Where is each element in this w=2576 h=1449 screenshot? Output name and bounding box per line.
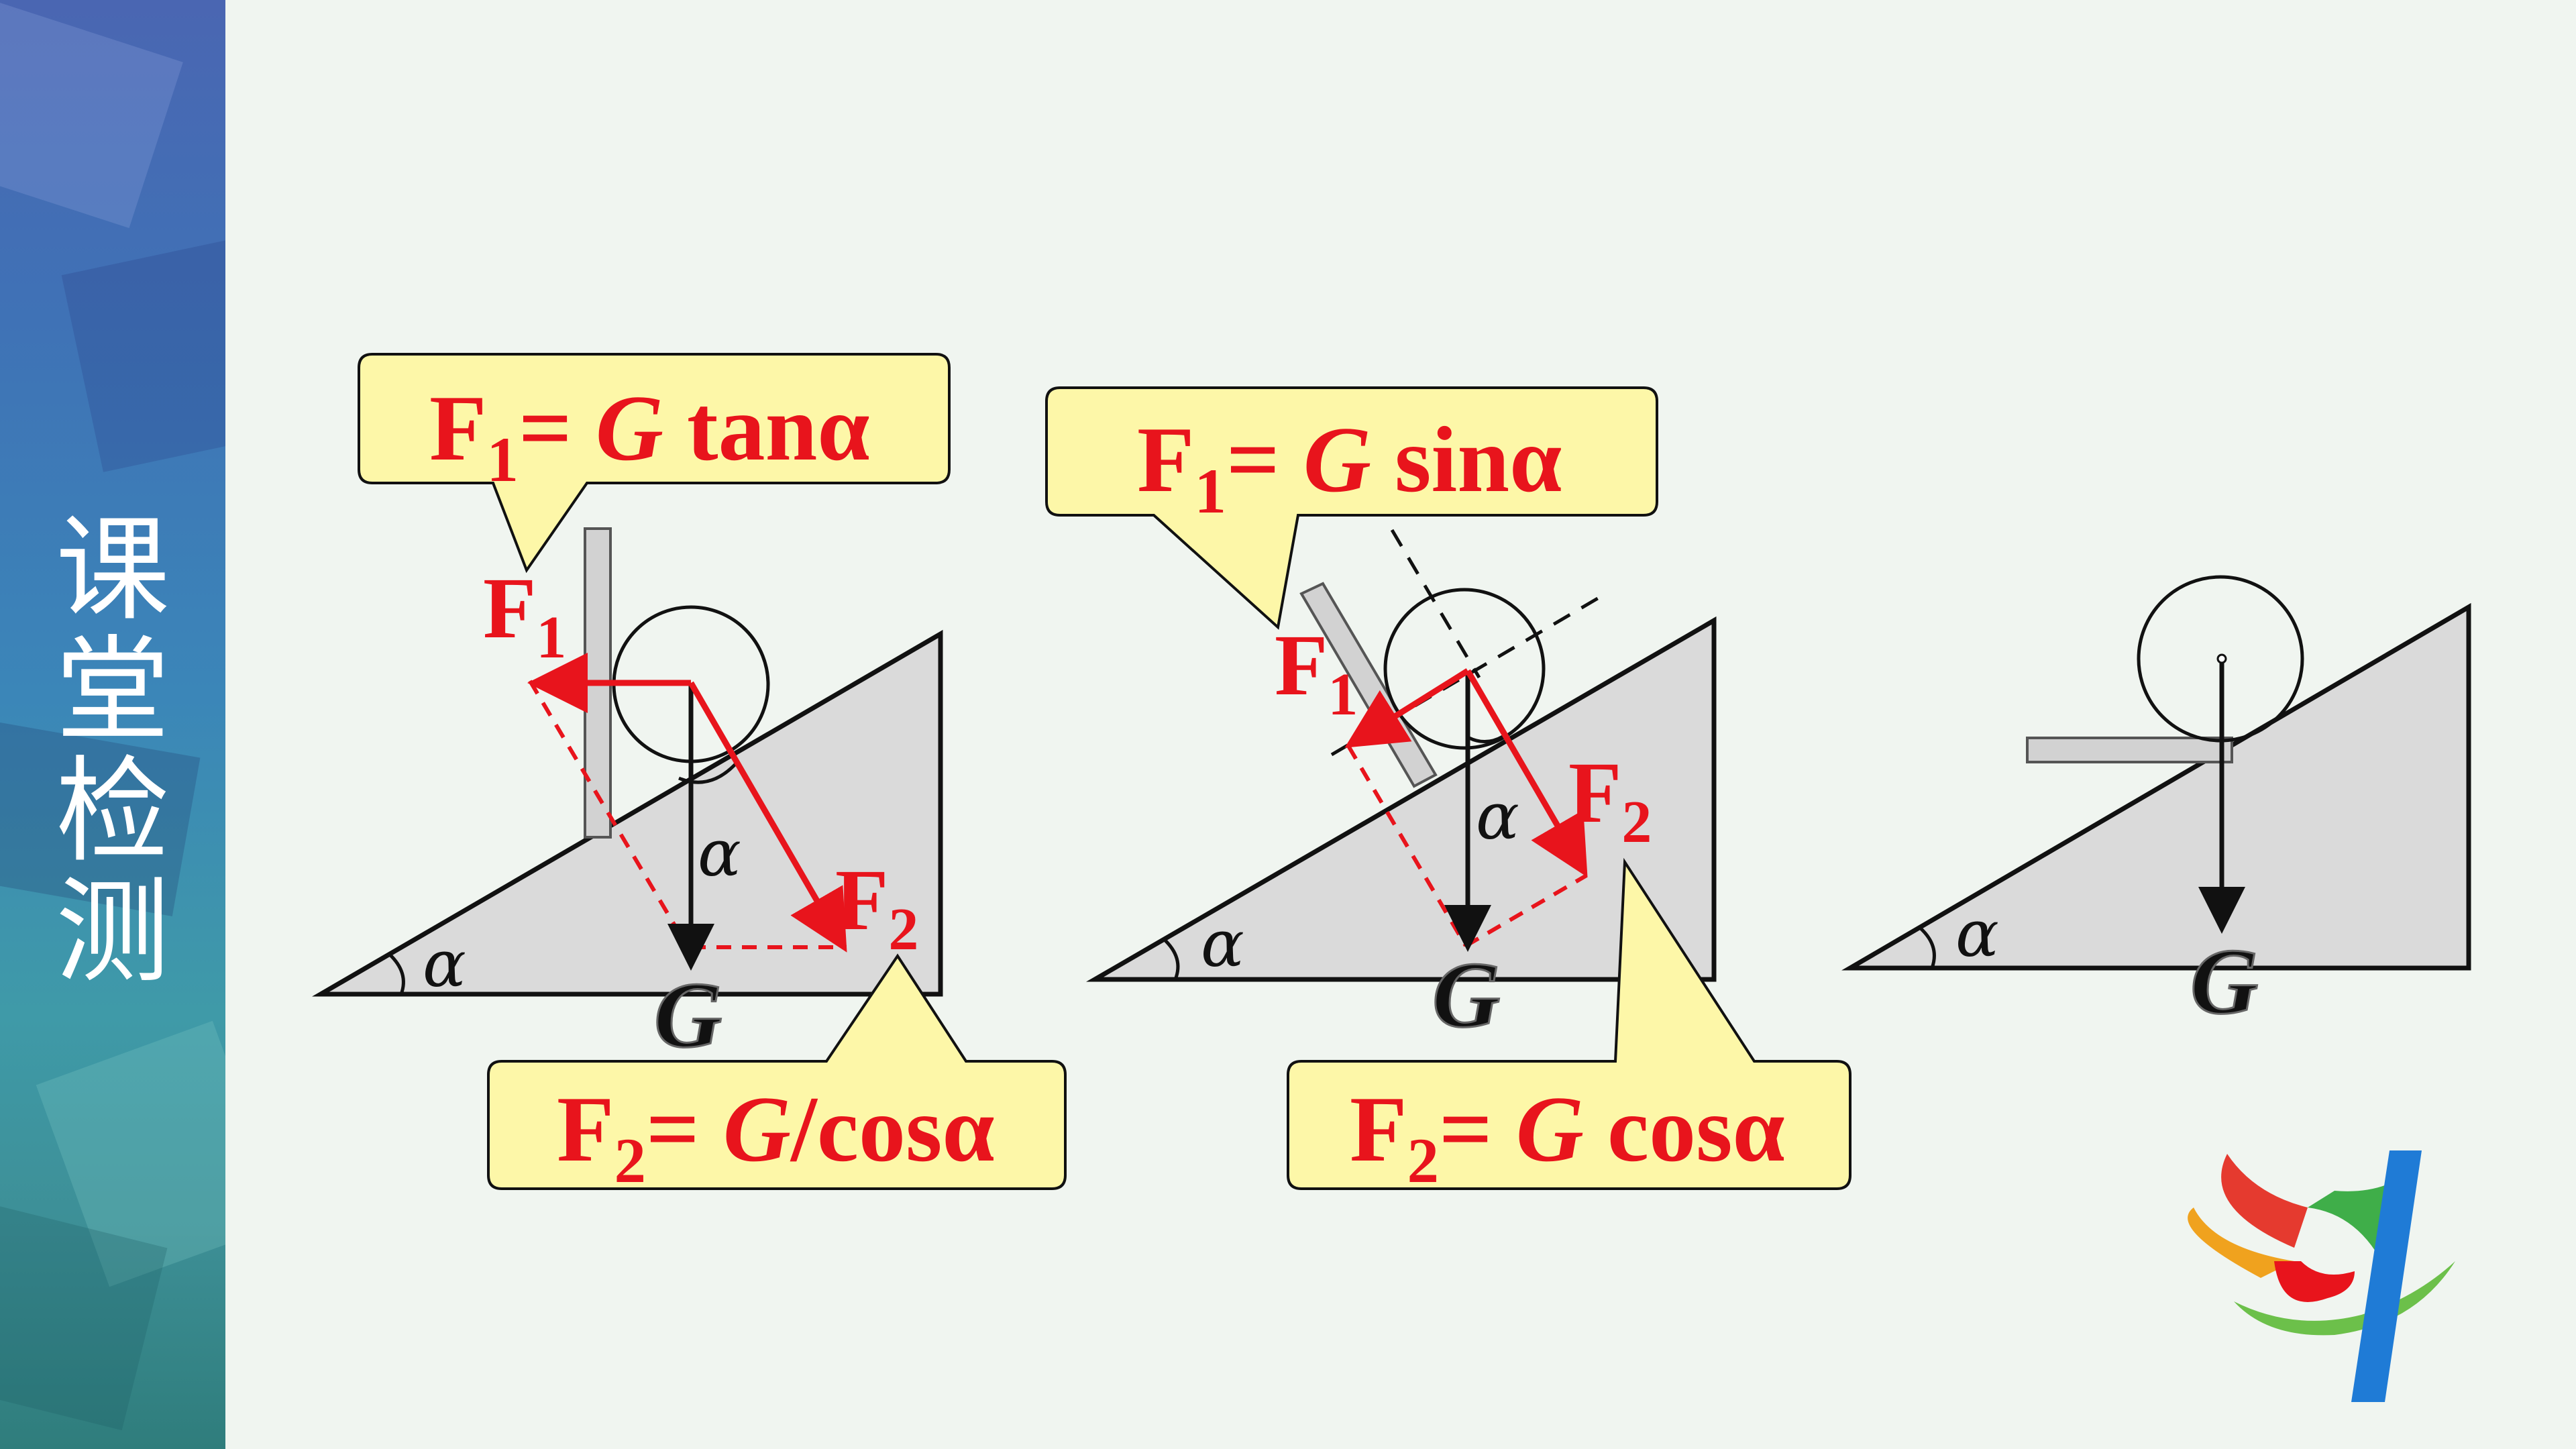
wedge-alpha-label: α	[1955, 896, 1999, 971]
dashed-reference-line	[1390, 529, 1481, 679]
wedge	[312, 629, 943, 997]
wedge-angle-arc	[388, 953, 405, 995]
wedge-angle-arc	[1163, 938, 1180, 980]
diagram-3: α G	[1841, 575, 2471, 1035]
g-label: G	[2190, 930, 2258, 1034]
f2-label: F2	[1568, 745, 1652, 855]
sidebar-title-char: 堂	[55, 625, 170, 757]
formula-callout-f2	[487, 953, 1067, 1190]
dashed-line	[1464, 873, 1588, 948]
alpha-label: α	[1476, 779, 1519, 854]
g-label: G	[1432, 943, 1500, 1047]
horizontal-board	[2026, 737, 2233, 763]
f2-label: F2	[835, 852, 918, 963]
sidebar-title-char: 检	[55, 745, 170, 878]
ball-center	[2216, 653, 2227, 664]
formula-f1-text: F1= G tanα	[429, 376, 870, 495]
f1-label: F1	[1275, 617, 1358, 728]
formula-f2-text: F2= G cosα	[1350, 1077, 1785, 1196]
angle-arc	[678, 760, 739, 784]
formula-callout-f1	[358, 353, 951, 574]
sidebar-title-char: 课	[55, 504, 170, 637]
dashed-line	[528, 680, 690, 949]
formula-f1-text: F1= G sinα	[1137, 408, 1562, 527]
wedge-angle-arc	[1919, 926, 1936, 969]
formula-callout-f1	[1045, 386, 1658, 630]
force-f2-arrow	[688, 681, 847, 953]
logo-emblem	[2188, 1150, 2455, 1402]
angle-arc	[1468, 735, 1504, 743]
f1-label: F1	[483, 560, 566, 671]
dashed-reference-line	[1330, 595, 1601, 757]
alpha-label: α	[698, 816, 741, 891]
sidebar: 课 堂 检 测	[0, 0, 225, 1449]
sidebar-title-char: 测	[55, 866, 170, 999]
wedge	[1841, 602, 2471, 971]
g-label: G	[654, 963, 722, 1067]
diagram-1: α α F1 F2 G F1= G tanα F2= G/cosα	[312, 353, 1067, 1196]
diagram-2: α α F1 F2 G F1= G sinα F2= G cosα	[1045, 386, 1851, 1196]
wedge-alpha-label: α	[423, 926, 466, 1002]
formula-f2-text: F2= G/cosα	[557, 1077, 995, 1196]
sidebar-title: 课 堂 检 测	[0, 510, 225, 993]
wedge-alpha-label: α	[1201, 906, 1244, 981]
force-f1-arrow	[1344, 668, 1470, 748]
ball	[1383, 588, 1546, 750]
force-f2-arrow	[1465, 669, 1588, 877]
formula-callout-f2	[1287, 857, 1851, 1190]
